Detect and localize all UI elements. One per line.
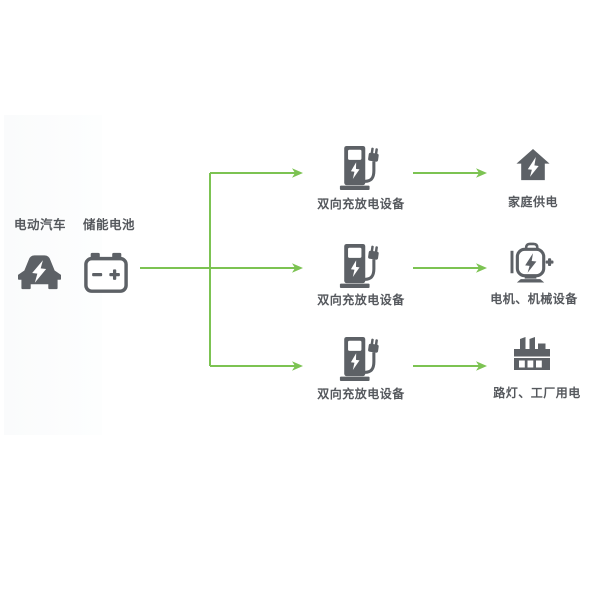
ev-label: 电动汽车 (14, 218, 67, 232)
bidirectional-charger-icon (339, 336, 379, 381)
electric-car-icon (18, 255, 61, 290)
arrowhead-factory (476, 361, 487, 371)
arrowhead-home (476, 168, 487, 178)
destination-label: 家庭供电 (507, 195, 558, 209)
arrowhead-middle (292, 263, 303, 273)
motor-equipment-icon (510, 242, 554, 283)
arrowhead-bottom (292, 361, 303, 371)
streetlight-factory-icon (514, 337, 550, 370)
bidirectional-charger-icon (339, 243, 379, 288)
arrowhead-motor (476, 263, 487, 273)
arrowhead-top (292, 168, 303, 178)
charger-label: 双向充放电设备 (317, 293, 405, 307)
home-power-icon (516, 148, 550, 181)
charger-label: 双向充放电设备 (317, 197, 405, 211)
storage-battery-icon (84, 252, 128, 293)
destination-label: 电机、机械设备 (490, 292, 578, 306)
bidirectional-charger-icon (339, 145, 379, 190)
destination-label: 路灯、工厂用电 (493, 386, 581, 400)
charger-label: 双向充放电设备 (317, 387, 405, 401)
battery-label: 储能电池 (83, 218, 136, 232)
